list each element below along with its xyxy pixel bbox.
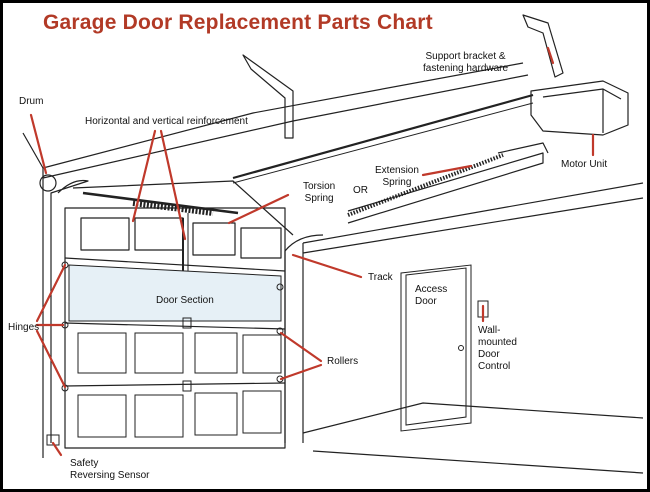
opener-rail (232, 93, 534, 180)
label-motor-unit: Motor Unit (561, 159, 608, 170)
label-access-door: Access Door (415, 284, 448, 307)
torsion-tube (82, 191, 239, 215)
ceiling-line (42, 62, 524, 169)
pointer-roller-1 (279, 331, 323, 363)
horizontal-track (347, 152, 544, 224)
label-extension-spring: Extension Spring (375, 165, 419, 188)
motor-unit (530, 80, 629, 136)
label-wall-control: Wall- mounted Door Control (478, 325, 517, 372)
access-door (400, 264, 472, 432)
pointer-track (291, 253, 363, 279)
pointer-roller-2 (279, 363, 323, 381)
label-support-bracket: Support bracket & fastening hardware (423, 51, 509, 74)
label-torsion-spring: Torsion Spring (303, 181, 336, 204)
label-safety-sensor: Safety Reversing Sensor (70, 458, 150, 481)
drum (39, 174, 57, 192)
pointer-drum (29, 113, 48, 175)
label-rollers: Rollers (327, 356, 359, 367)
pointer-sensor (51, 441, 63, 457)
pointer-reinf-1 (131, 129, 157, 223)
opener-rail-2 (232, 102, 534, 184)
support-bracket (522, 14, 564, 78)
door-section-panel (68, 264, 282, 322)
pointer-hinge-1 (35, 263, 67, 323)
header-beam (72, 180, 294, 236)
safety-sensor (46, 434, 60, 446)
pointer-extension (421, 164, 473, 177)
pointer-torsion (227, 193, 290, 225)
diagram-canvas: Garage Door Replacement Parts Chart Supp… (3, 3, 647, 489)
chart-title: Garage Door Replacement Parts Chart (43, 11, 433, 34)
extension-spring (347, 153, 504, 217)
pointer-hinge-3 (35, 329, 67, 389)
right-wall-edge-2 (302, 197, 644, 254)
garage-drawing (22, 14, 644, 474)
label-or: OR (353, 185, 368, 196)
right-vertical-track (284, 234, 324, 252)
pointer-reinf-2 (159, 129, 187, 241)
floor-line (302, 402, 644, 434)
label-hinges: Hinges (8, 322, 40, 333)
label-track: Track (368, 272, 393, 283)
right-wall-edge (302, 182, 644, 244)
support-bracket-arm (242, 54, 294, 139)
left-vertical-track (50, 179, 89, 443)
left-wall (22, 132, 44, 458)
label-reinforcement: Horizontal and vertical reinforcement (85, 116, 248, 127)
label-drum: Drum (19, 96, 44, 107)
floor-line-2 (312, 450, 644, 474)
pointer-support (546, 46, 555, 65)
label-door-section: Door Section (156, 295, 214, 306)
